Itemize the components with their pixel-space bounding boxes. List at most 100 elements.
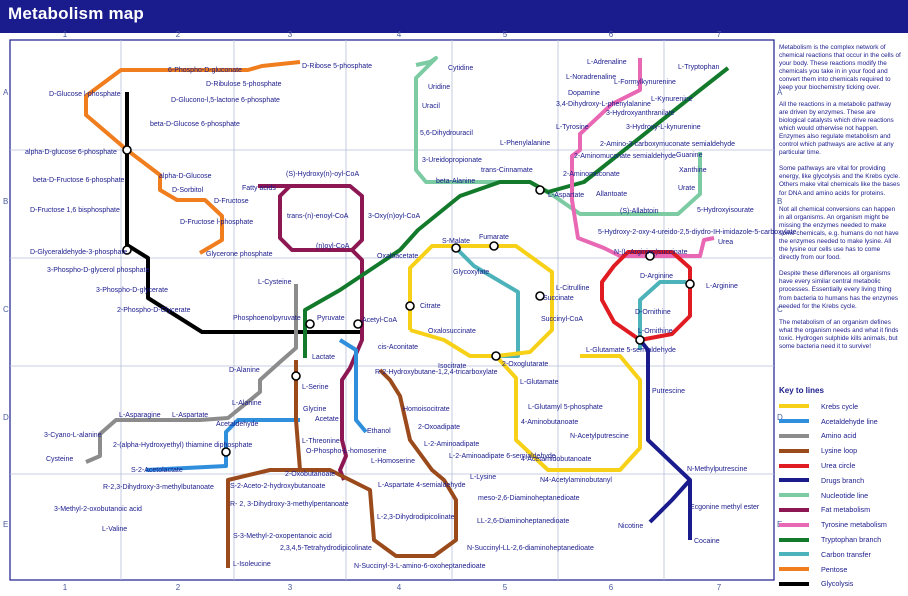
carbon-line-2 <box>638 280 686 350</box>
key-item: Nucleotide line <box>779 488 901 503</box>
station-label: (S)-Hydroxy(n)-oyl-CoA <box>286 171 359 178</box>
grid-row-label: C <box>3 305 9 314</box>
station-g3p <box>122 245 132 255</box>
station-label: D-Ribose 5-phosphate <box>302 63 372 70</box>
station-label: 3-Phospho-D-glycerol phosphate <box>47 267 149 274</box>
station-label: Guanine <box>676 152 703 159</box>
station-argsucc <box>645 251 655 261</box>
station-label: beta-D-Glucose 6-phosphate <box>150 121 240 128</box>
key-swatch <box>779 448 809 453</box>
key-item: Carbon transfer <box>779 547 901 562</box>
description-para: Despite these differences all organisms … <box>779 270 898 310</box>
station-label: L-Tryptophan <box>678 64 719 71</box>
station-label: (S)-Allabtoin <box>620 208 659 215</box>
station-label: 2-Aminomuconate semialdehyde <box>574 153 676 160</box>
station-label: Fatty acids <box>242 185 276 192</box>
station-label: 3-Phospho-D-glycerate <box>96 287 168 294</box>
station-label: 3,4-Dihydroxy-L-phenylalanine <box>556 101 651 108</box>
station-label: L-Glutamate <box>520 379 559 386</box>
station-label: Phosphoenolpyruvate <box>233 315 301 322</box>
station-label: D-Sorbitol <box>172 187 204 194</box>
station-label: L-Asparagine <box>119 412 161 419</box>
key-label: Carbon transfer <box>821 549 871 559</box>
station-label: trans-(n)-enoyl-CoA <box>287 213 349 220</box>
station-label: Succinate <box>543 295 574 302</box>
grid-row-label: D <box>777 413 783 422</box>
station-label: Glycoxylate <box>453 269 489 276</box>
station-label: Citrate <box>420 303 441 310</box>
station-label: L-Aspartate <box>548 192 584 199</box>
lysine-loop-2 <box>226 468 300 568</box>
station-label: 3-Hydroxyanthranilate <box>606 110 675 117</box>
key-swatch <box>779 478 809 483</box>
key-label: Urea circle <box>821 461 856 471</box>
key-label: Acetaldehyde line <box>821 416 878 426</box>
station-label: 2-Oxoadipate <box>418 424 460 431</box>
key-swatch <box>779 463 809 468</box>
station-label: N-Succinyl-LL-2,6-diaminoheptanedioate <box>467 545 594 552</box>
station-label: cis-Aconitate <box>378 344 418 351</box>
krebs-cycle <box>408 244 554 358</box>
station-label: L-Valine <box>102 526 127 533</box>
station-label: L-Adrenaline <box>587 59 627 66</box>
grid-col-label: 4 <box>397 583 402 592</box>
grid-row-label: A <box>777 88 783 97</box>
station-label: 3-Cyano-L-alanine <box>44 432 102 439</box>
station-label: L-Tyrosine <box>556 124 589 131</box>
key-swatch <box>779 404 809 409</box>
station-label: Acetyl-CoA <box>362 317 397 324</box>
description-para: Some pathways are vital for providing en… <box>779 165 901 197</box>
grid-col-label: 7 <box>717 30 722 39</box>
station-label: Pyruvate <box>317 315 345 322</box>
grid-row-label: A <box>3 88 9 97</box>
station-label: D-Ribulose 5-phosphate <box>206 81 282 88</box>
key-label: Nucleotide line <box>821 490 869 500</box>
grid-col-label: 1 <box>63 30 68 39</box>
station-pyruvate <box>305 319 315 329</box>
fat-line-2 <box>338 248 364 481</box>
station-label: trans-Cinnamate <box>481 167 533 174</box>
station-label: L-Arginine <box>706 283 738 290</box>
station-label: N-(L-Arginino)succinate <box>614 249 688 256</box>
station-label: L-2-Aminoadipate 6-semialdehyde <box>449 453 556 460</box>
station-label: L-Homoserine <box>371 458 415 465</box>
station-label: L-Formylkynurenine <box>614 79 676 86</box>
key-item: Amino acid <box>779 429 901 444</box>
station-label: 2-Phospho-D-Glycerate <box>117 307 191 314</box>
station-label: Urea <box>718 239 733 246</box>
krebs-ext <box>494 354 642 472</box>
station-label: L-Noradrenaline <box>566 74 616 81</box>
key-item: Acetaldehyde line <box>779 414 901 429</box>
acetaldehyde-line <box>338 338 368 434</box>
station-label: D-Fructose 1,6 bisphosphate <box>30 207 120 214</box>
station-label: Ethanol <box>367 428 391 435</box>
station-label: Nicotine <box>618 523 643 530</box>
key-swatch <box>779 567 809 572</box>
drugs-line <box>638 338 692 540</box>
station-label: L-Isoleucine <box>233 561 271 568</box>
station-label: Cocaine <box>694 538 720 545</box>
station-label: R- 2, 3-Dihydroxy-3-methylpentanoate <box>230 501 349 508</box>
station-label: L-Cysteine <box>258 279 292 286</box>
station-label: 2-Aminomuconate <box>563 171 620 178</box>
nucleotide-line <box>414 56 702 216</box>
station-label: Urate <box>678 185 695 192</box>
station-label: D-Glucono-l,5-lactone 6-phosphate <box>171 97 280 104</box>
grid-col-label: 4 <box>397 30 402 39</box>
urea-circle <box>600 250 692 342</box>
station-label: Allantoate <box>596 191 627 198</box>
station-label: Glycine <box>303 406 326 413</box>
station-label: (n)oyl-CoA <box>316 243 350 250</box>
acetaldehyde-line-2 <box>145 418 300 472</box>
station-label: L-Aspartate <box>172 412 208 419</box>
station-acetylcoa <box>353 319 363 329</box>
key-swatch <box>779 433 809 438</box>
grid-col-label: 7 <box>717 583 722 592</box>
station-label: Glycerone phosphate <box>206 251 273 258</box>
station-label: O-Phospho-L-homoserine <box>306 448 387 455</box>
grid-col-label: 1 <box>63 583 68 592</box>
station-label: 2-Amino-3-carboxymuconate semialdehyde <box>600 141 735 148</box>
station-label: LL-2,6-Diaminoheptanedioate <box>477 518 569 525</box>
